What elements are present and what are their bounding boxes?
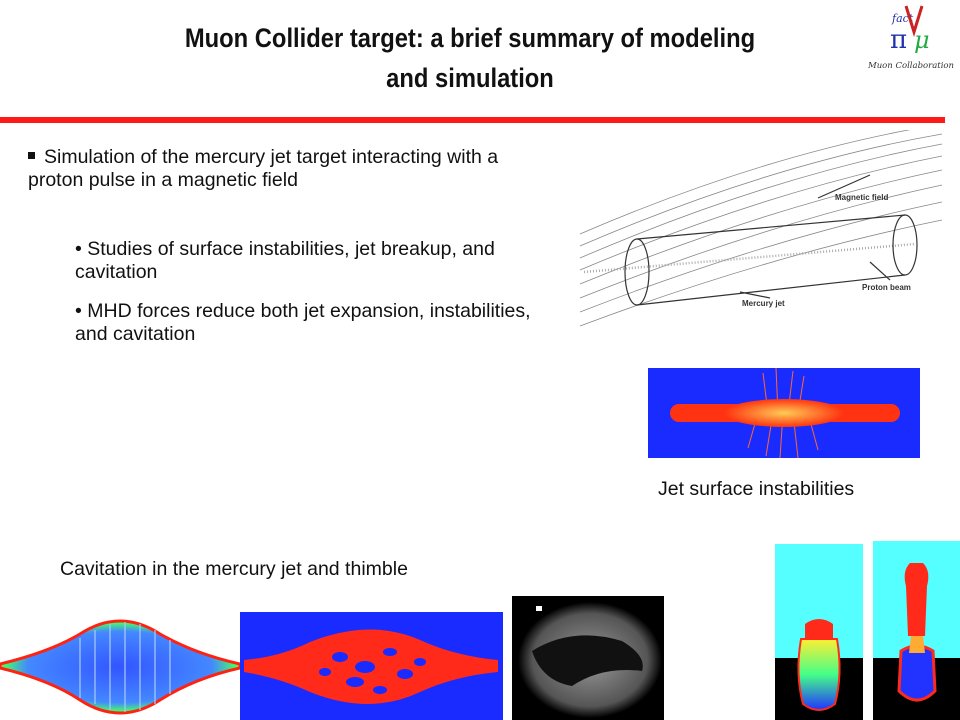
cavitation-sim-image-2 <box>240 612 503 720</box>
label-mercury-jet: Mercury jet <box>742 299 785 308</box>
jet-magnetic-field-diagram: Magnetic field Mercury jet Proton beam <box>579 130 943 327</box>
bullet-main: Simulation of the mercury jet target int… <box>28 146 548 192</box>
title-line-1: Muon Collider target: a brief summary of… <box>184 23 756 53</box>
thimble-sim-image-2 <box>873 541 960 720</box>
bullet-main-text: Simulation of the mercury jet target int… <box>28 146 499 191</box>
label-magnetic-field: Magnetic field <box>835 193 888 202</box>
caption-surface-instabilities: Jet surface instabilities <box>658 478 855 500</box>
caption-cavitation: Cavitation in the mercury jet and thimbl… <box>60 558 408 580</box>
thimble-sim-image-1 <box>775 544 863 720</box>
slide-title: Muon Collider target: a brief summary of… <box>109 18 831 98</box>
bullet-sub-1: • Studies of surface instabilities, jet … <box>75 238 495 283</box>
cavitation-sim-image-1 <box>0 612 240 720</box>
logo-collab-text: Muon Collaboration <box>867 61 954 71</box>
title-line-2: and simulation <box>386 63 554 93</box>
bullet-sub-2: • MHD forces reduce both jet expansion, … <box>75 300 531 345</box>
muon-collaboration-logo: fact π μ Muon Collaboration <box>867 5 954 71</box>
square-bullet-icon <box>28 152 35 160</box>
title-divider <box>0 117 945 123</box>
surface-instability-image <box>648 368 920 458</box>
svg-text:π: π <box>890 25 907 55</box>
svg-text:μ: μ <box>914 26 930 54</box>
cavitation-photo <box>512 596 664 720</box>
label-proton-beam: Proton beam <box>862 283 911 292</box>
